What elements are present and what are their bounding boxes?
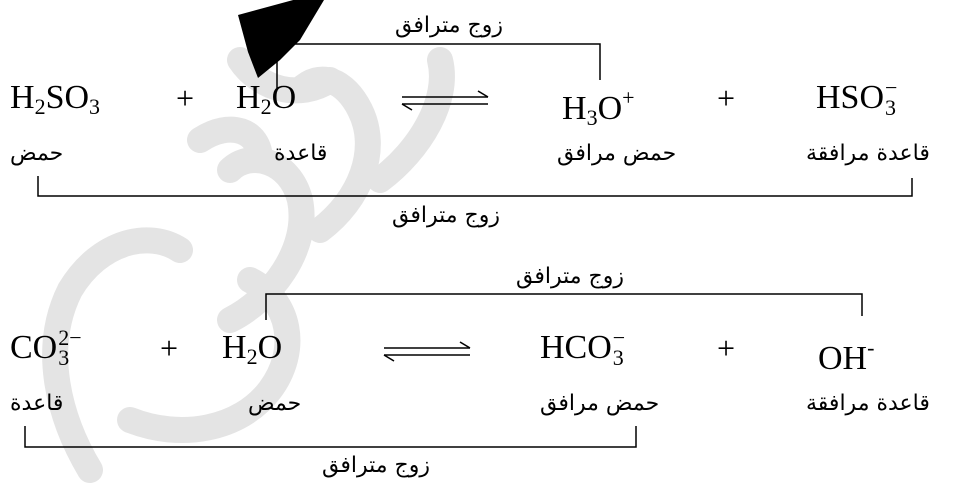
r1-plus-sign-2: + — [717, 80, 736, 116]
r1-bisulfite: HSO−3 — [816, 75, 898, 121]
r1-plus-sign-1: + — [176, 80, 195, 116]
r1-label-base: قاعدة — [274, 141, 328, 166]
r2-label-acid: حمض — [248, 391, 302, 416]
r1-conjugate-pair-bottom-label: زوج مترافق — [392, 203, 500, 228]
r1-label-conjugate-base: قاعدة مرافقة — [806, 141, 930, 166]
r2-equilibrium-arrow — [383, 341, 471, 362]
r1-conjugate-pair-top-label: زوج مترافق — [395, 13, 503, 38]
star-shape — [238, 0, 324, 78]
r1-label-conjugate-acid: حمض مرافق — [557, 141, 677, 166]
r2-water: H2O — [222, 329, 283, 369]
r1-bottom-bracket — [37, 176, 913, 197]
r2-top-bracket — [265, 293, 863, 320]
r2-plus-sign-2: + — [717, 330, 736, 366]
r2-conjugate-pair-top-label: زوج مترافق — [516, 264, 624, 289]
r2-bottom-bracket — [24, 426, 637, 448]
r1-top-bracket — [276, 43, 601, 88]
r1-sulfurous-acid: H2SO3 — [10, 79, 101, 119]
r2-plus-sign-1: + — [160, 330, 179, 366]
r1-water: H2O — [236, 79, 297, 119]
r2-label-base: قاعدة — [10, 391, 64, 416]
r2-conjugate-pair-bottom-label: زوج مترافق — [322, 453, 430, 478]
r2-label-conjugate-acid: حمض مرافق — [540, 391, 660, 416]
r2-label-conjugate-base: قاعدة مرافقة — [806, 391, 930, 416]
r1-label-acid: حمض — [10, 141, 64, 166]
r1-hydronium: H3O+ — [562, 85, 635, 130]
r2-hydroxide: OH- — [818, 335, 875, 377]
r1-equilibrium-arrow — [401, 90, 489, 111]
r2-bicarbonate: HCO−3 — [540, 325, 626, 371]
